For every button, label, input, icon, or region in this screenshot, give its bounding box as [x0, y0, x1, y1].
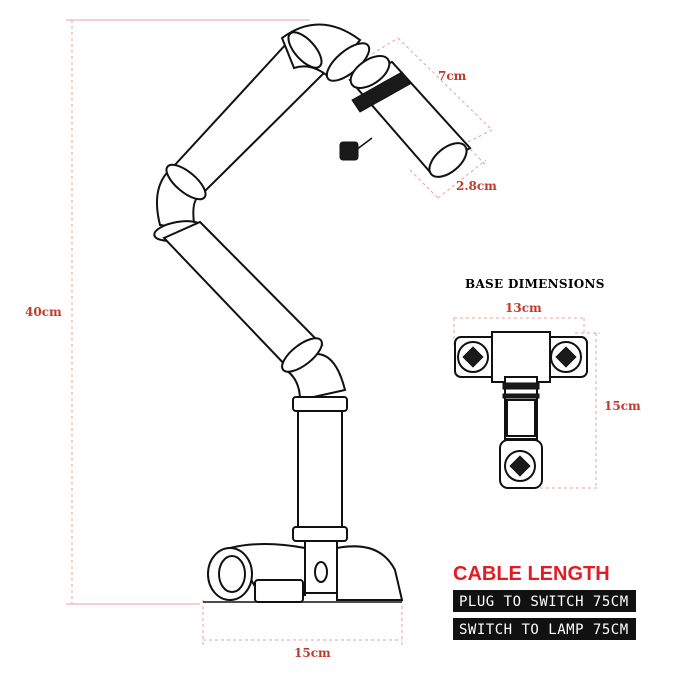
base-width-detail-label: 13cm: [505, 301, 542, 315]
cable-length-title: CABLE LENGTH: [453, 563, 610, 585]
base-dimensions-heading: BASE DIMENSIONS: [465, 277, 605, 291]
cable-length-panel: CABLE LENGTH PLUG TO SWITCH 75CM SWITCH …: [453, 563, 636, 640]
switch-knob: [339, 141, 359, 161]
socket-length-label: 7cm: [438, 69, 467, 83]
lamp-illustration: [153, 23, 472, 603]
cable-bar-1: [453, 590, 636, 612]
lamp-socket: [339, 55, 472, 178]
cable-line-1: PLUG TO SWITCH 75CM: [459, 594, 629, 610]
socket-length-dimension: 7cm: [371, 37, 493, 143]
socket-diameter-label: 2.8cm: [456, 179, 497, 193]
height-label: 40cm: [25, 305, 62, 319]
cable-line-2: SWITCH TO LAMP 75CM: [459, 622, 629, 638]
cable-bar-2: [453, 618, 636, 640]
height-dimension: 40cm: [25, 19, 310, 605]
base-width-dimension: 15cm: [202, 600, 403, 660]
base-width-label: 15cm: [294, 646, 331, 660]
socket-diameter-dimension: 2.8cm: [409, 144, 497, 199]
base-dimensions-panel: BASE DIMENSIONS 13cm 15cm: [453, 277, 641, 489]
lamp-base: [203, 540, 404, 603]
base-depth-detail-label: 15cm: [604, 399, 641, 413]
